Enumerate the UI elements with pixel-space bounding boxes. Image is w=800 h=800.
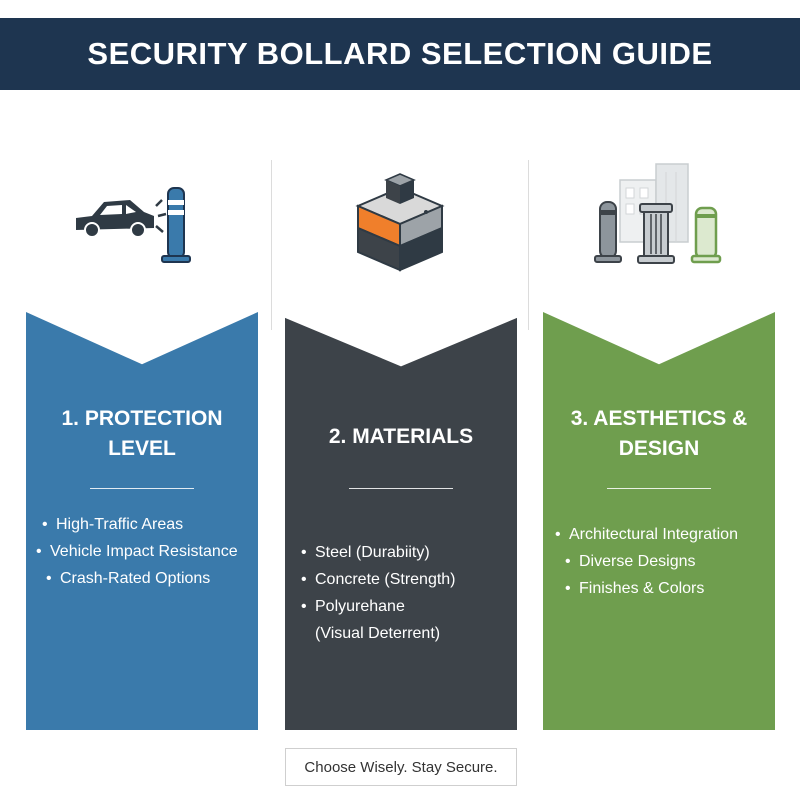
title-line-1: 1. PROTECTION [61,407,223,430]
title-line-1: 3. AESTHETICS & [570,407,748,430]
materials-title: 2. MATERIALS [285,422,517,452]
aesthetics-design-panel: 3. AESTHETICS & DESIGN •Architectural In… [543,312,775,730]
column-divider-right [528,160,529,330]
list-item: •Steel (Durabiity) [301,544,430,561]
car-impact-bollard-icon [76,187,191,263]
protection-level-list: •High-Traffic Areas •Vehicle Impact Resi… [36,511,238,592]
list-item: •Vehicle Impact Resistance [36,543,238,560]
list-item: •Concrete (Strength) [301,571,456,588]
aesthetics-design-list: •Architectural Integration •Diverse Desi… [555,521,738,602]
title-line-1: 2. MATERIALS [328,425,474,448]
tagline-text: Choose Wisely. Stay Secure. [304,758,498,776]
column-divider-left [271,160,272,330]
title-line-2: DESIGN [618,437,700,460]
header-banner: SECURITY BOLLARD SELECTION GUIDE [0,18,800,90]
materials-list: •Steel (Durabiity) •Concrete (Strength) … [301,539,456,647]
materials-panel: 2. MATERIALS •Steel (Durabiity) •Concret… [285,317,517,730]
list-item: •High-Traffic Areas [42,516,184,533]
title-line-2: LEVEL [108,437,176,460]
protection-level-panel: 1. PROTECTION LEVEL •High-Traffic Areas … [26,312,258,730]
protection-level-title: 1. PROTECTION LEVEL [26,404,258,464]
list-item: (Visual Deterrent) [315,625,441,642]
footer-tagline: Choose Wisely. Stay Secure. [285,748,517,786]
aesthetics-design-title: 3. AESTHETICS & DESIGN [543,404,775,464]
list-item: •Crash-Rated Options [46,570,211,587]
title-rule [90,488,194,489]
list-item: •Architectural Integration [555,526,738,543]
page-title: SECURITY BOLLARD SELECTION GUIDE [87,36,713,71]
list-item: •Polyurehane [301,598,405,615]
title-rule [349,488,453,489]
list-item: •Diverse Designs [565,553,696,570]
title-rule [607,488,711,489]
material-block-icon [355,173,445,272]
list-item: •Finishes & Colors [565,580,705,597]
architectural-bollards-icon [594,163,722,264]
